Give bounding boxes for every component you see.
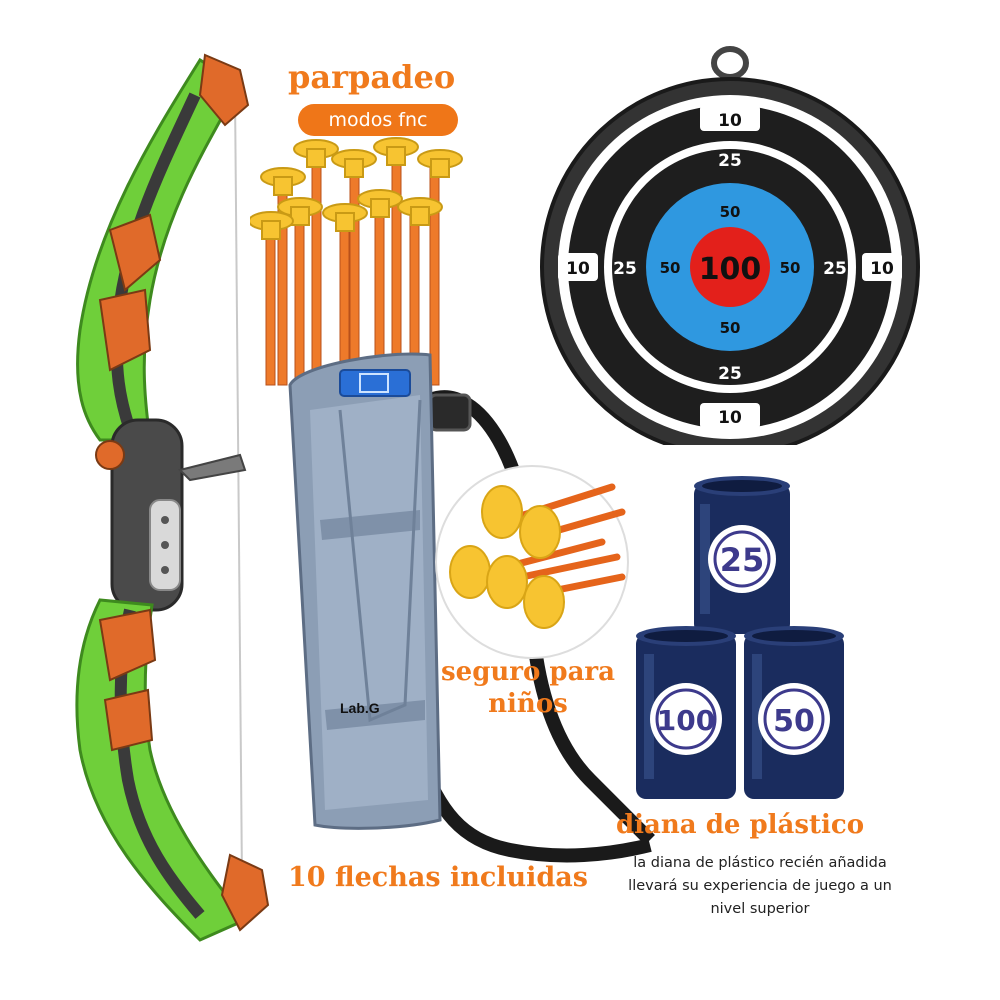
target-label-right-inner: 50 [780,259,801,277]
can-bottom-left: 100 [636,626,736,799]
target-board: 10 25 50 50 25 10 10 25 50 50 25 10 100 [540,46,920,445]
arrows-caption: 10 flechas incluidas [288,862,588,893]
target-label-left-middle: 25 [613,259,637,279]
safety-caption-line2: niños [488,689,568,719]
target-caption: diana de plástico [616,810,865,840]
can-bottom-right: 50 [744,626,844,799]
target-label-left-inner: 50 [660,259,681,277]
bow-illustration [75,53,270,942]
quiver-illustration [288,352,655,863]
headline-title: parpadeo [288,58,456,96]
target-cans: 25 100 50 [636,476,844,799]
target-label-top-outer: 10 [718,111,742,131]
mode-pill-badge: modos fnc [298,104,458,136]
target-label-right-outer: 10 [870,259,894,279]
target-label-bottom-inner: 50 [720,319,741,337]
target-bullseye-label: 100 [699,252,762,287]
target-label-top-middle: 25 [718,151,742,171]
arrows-illustration [250,137,463,386]
can-bottom-left-label: 100 [657,704,715,737]
target-label-top-inner: 50 [720,203,741,221]
target-label-left-outer: 10 [566,259,590,279]
quiver-brand-label: Lab.G [340,700,380,716]
can-top-label: 25 [720,541,765,579]
target-bullseye [690,227,770,307]
safety-caption-line1: seguro para [441,657,615,687]
suction-arrows-inset [435,465,629,659]
can-top: 25 [694,476,790,634]
target-label-bottom-middle: 25 [718,364,742,384]
target-description: la diana de plástico recién añadida llev… [628,855,892,917]
target-label-bottom-outer: 10 [718,408,742,428]
target-label-right-middle: 25 [823,259,847,279]
can-bottom-right-label: 50 [773,704,815,739]
safety-caption: seguro para niños [428,656,628,720]
